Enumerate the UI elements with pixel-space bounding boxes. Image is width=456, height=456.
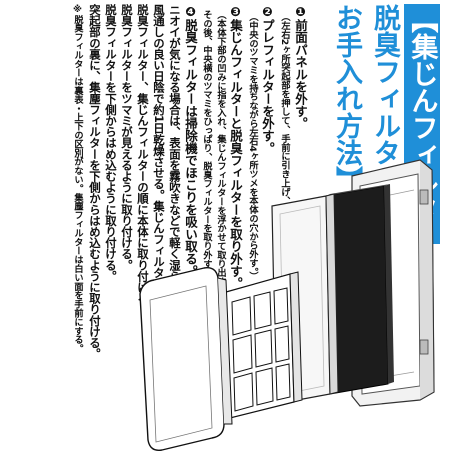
deodorizing-filter [325, 184, 394, 395]
step-3-note-2: その後、中央横のツマミをひっぱり、脱臭フィルターを取り外す。） [201, 10, 212, 282]
step-3-note-1: （本体下部の凹みに指を入れ、集じんフィルターを浮かせて取り出す。 [215, 10, 226, 295]
step-2-note: （中央のツマミを持ちながら左右4ヶ所ツメを本体の穴から外す。） [247, 12, 258, 281]
front-panel [139, 267, 233, 451]
title-line3: お手入れ方法】 [331, 4, 362, 193]
body-line-1: ニオイが気になる場合は、表面を霧吹きなどで軽く湿らせてから、 [168, 4, 182, 338]
body-line-3: 脱臭フィルター、集じんフィルターの順に本体に取り付ける。 [136, 4, 150, 315]
body-line-4: 脱臭フィルターをツマミが見えるように取り付ける。 [120, 4, 134, 271]
step-2: ❷プレフィルターを外す。 [260, 4, 275, 155]
footnote: ※脱臭フィルターは裏表・上下の区別がない。集塵フィルターは白い面を手前にする。 [72, 4, 83, 353]
step-4: ❹脱臭フィルターは掃除機でほこりを吸い取る。 [183, 4, 198, 278]
step-3: ❸集じんフィルターと脱臭フィルターを取り外す。 [228, 4, 243, 290]
body-line-6: 突起部の裏に、集塵フィルターを下側からはめ込むように取り付ける。 [88, 4, 102, 360]
step-1-note: （左右2ヶ所突起部を押して、手前に引き上げ、取り外す。） [279, 12, 290, 254]
body-line-5: 脱臭フィルターを下側からはめ込むように取り付ける。 [104, 4, 118, 282]
pre-filter [225, 271, 303, 419]
step-1: ❶前面パネルを外す。 [293, 4, 308, 130]
